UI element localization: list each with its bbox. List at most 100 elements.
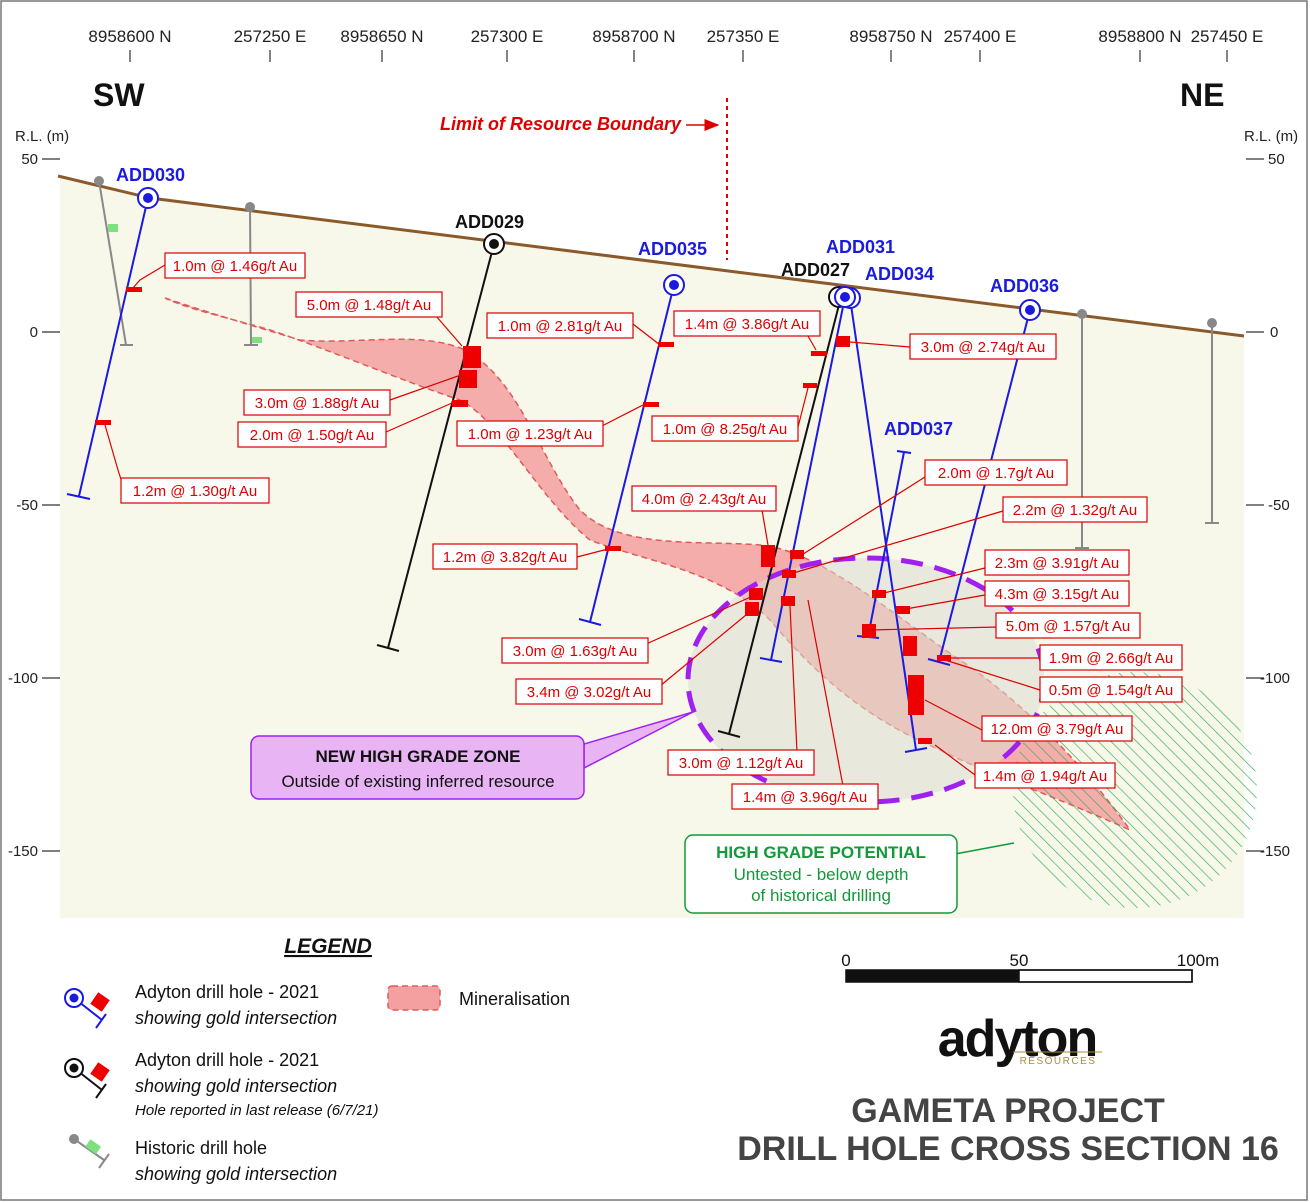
intercept-label: 1.2m @ 3.82g/t Au [443, 549, 567, 566]
rl-axis-left: 50 0 -50 -100 -150 [8, 151, 60, 860]
trace-add029 [387, 243, 495, 649]
intercept-label: 1.9m @ 2.66g/t Au [1049, 650, 1173, 667]
trace-add030 [78, 197, 149, 497]
new-zone-title: NEW HIGH GRADE ZONE [316, 747, 521, 766]
new-zone-callout [250, 735, 585, 800]
trace-add034 [849, 297, 917, 751]
adyton-logo: adyton RESOURCES [938, 1010, 1102, 1068]
rl-tick: 50 [21, 151, 38, 168]
intercept-label: 1.0m @ 1.23g/t Au [468, 426, 592, 443]
intercept-label: 3.0m @ 2.74g/t Au [921, 339, 1045, 356]
coord-label: 8958800 N [1098, 27, 1181, 46]
logo-wordmark: adyton [938, 1010, 1096, 1068]
intercept-label: 2.2m @ 1.32g/t Au [1013, 502, 1137, 519]
hole-label-add031: ADD031 [826, 237, 895, 257]
drill-hole-collars [137, 187, 1041, 321]
legend: LEGEND Adyton drill hole - 2021 showing … [64, 935, 570, 1184]
intercept-label: 3.0m @ 1.63g/t Au [513, 643, 637, 660]
intercept-labels: 1.0m @ 1.46g/t Au 1.2m @ 1.30g/t Au 5.0m… [120, 252, 1183, 810]
rl-tick: -150 [8, 843, 38, 860]
logo-subtitle: RESOURCES [1020, 1056, 1097, 1067]
rl-label-left: R.L. (m) [15, 128, 69, 145]
scale-label-100: 100m [1177, 951, 1220, 970]
coord-label: 8958650 N [340, 27, 423, 46]
legend-historic-hole-symbol [69, 1134, 110, 1169]
legend-item3-sub: showing gold intersection [135, 1164, 337, 1184]
drill-hole-traces [66, 197, 1031, 753]
rl-tick: -50 [1268, 497, 1290, 514]
intercept-label: 2.3m @ 3.91g/t Au [995, 555, 1119, 572]
coord-label: 257250 E [234, 27, 307, 46]
legend-heading: LEGEND [284, 935, 372, 958]
intercept-label: 3.0m @ 1.88g/t Au [255, 395, 379, 412]
intercept-label: 1.0m @ 2.81g/t Au [498, 318, 622, 335]
intercept-label: 4.3m @ 3.15g/t Au [995, 586, 1119, 603]
legend-reported-hole-symbol [64, 1058, 110, 1099]
coord-label: 257450 E [1191, 27, 1264, 46]
legend-item1-title: Adyton drill hole - 2021 [135, 982, 319, 1002]
legend-item1-sub: showing gold intersection [135, 1008, 337, 1028]
rl-tick: -100 [8, 670, 38, 687]
hole-label-add030: ADD030 [116, 165, 185, 185]
potential-leader [954, 842, 1015, 855]
coord-label: 257350 E [707, 27, 780, 46]
intercept-label: 2.0m @ 1.7g/t Au [938, 465, 1054, 482]
rl-axis-right: 50 0 -50 -100 -150 [1246, 151, 1290, 860]
coord-label: 8958750 N [849, 27, 932, 46]
scale-label-0: 0 [841, 951, 850, 970]
legend-item2-title: Adyton drill hole - 2021 [135, 1050, 319, 1070]
intercept-label: 1.0m @ 8.25g/t Au [663, 421, 787, 438]
intercept-label: 3.0m @ 1.12g/t Au [679, 755, 803, 772]
direction-ne: NE [1180, 77, 1224, 113]
hole-label-add037: ADD037 [884, 419, 953, 439]
legend-adyton-hole-symbol [64, 988, 110, 1029]
coord-label: 8958700 N [592, 27, 675, 46]
legend-item3-title: Historic drill hole [135, 1138, 267, 1158]
rl-label-right: R.L. (m) [1244, 128, 1298, 145]
potential-callout [684, 834, 958, 914]
hole-label-add036: ADD036 [990, 276, 1059, 296]
trace-add037 [867, 451, 905, 638]
hole-label-add035: ADD035 [638, 239, 707, 259]
legend-item2-sub: showing gold intersection [135, 1076, 337, 1096]
intercept-label: 3.4m @ 3.02g/t Au [527, 684, 651, 701]
rl-tick: -100 [1260, 670, 1290, 687]
intercept-label: 1.4m @ 1.94g/t Au [983, 768, 1107, 785]
scale-bar: 0 50 100m [841, 951, 1220, 983]
coord-label: 8958600 N [88, 27, 171, 46]
intercept-label: 5.0m @ 1.57g/t Au [1006, 618, 1130, 635]
rl-tick: -150 [1260, 843, 1290, 860]
direction-sw: SW [93, 77, 145, 113]
intercept-label: 1.0m @ 1.46g/t Au [173, 258, 297, 275]
intercept-label: 12.0m @ 3.79g/t Au [991, 721, 1124, 738]
potential-line2: of historical drilling [751, 886, 891, 905]
potential-title: HIGH GRADE POTENTIAL [716, 843, 926, 862]
intercept-label: 5.0m @ 1.48g/t Au [307, 297, 431, 314]
coord-label: 257300 E [471, 27, 544, 46]
intercept-label: 1.4m @ 3.86g/t Au [685, 316, 809, 333]
legend-item4-title: Mineralisation [459, 989, 570, 1009]
hole-label-add034: ADD034 [865, 264, 934, 284]
scale-label-50: 50 [1010, 951, 1029, 970]
resource-boundary-label: Limit of Resource Boundary [440, 114, 682, 134]
trace-add036 [938, 309, 1031, 663]
legend-item2-note: Hole reported in last release (6/7/21) [135, 1102, 378, 1119]
intercept-label: 1.2m @ 1.30g/t Au [133, 483, 257, 500]
trace-add027 [728, 296, 842, 735]
rl-tick: 0 [1270, 324, 1278, 341]
hole-label-add029: ADD029 [455, 212, 524, 232]
rl-tick: 50 [1268, 151, 1285, 168]
legend-mineralisation-symbol [387, 985, 441, 1011]
intercept-label: 2.0m @ 1.50g/t Au [250, 427, 374, 444]
title-line2: DRILL HOLE CROSS SECTION 16 [737, 1130, 1279, 1168]
coord-label: 257400 E [944, 27, 1017, 46]
hole-label-add027: ADD027 [781, 260, 850, 280]
intercept-label: 1.4m @ 3.96g/t Au [743, 789, 867, 806]
intercept-label: 0.5m @ 1.54g/t Au [1049, 682, 1173, 699]
title-line1: GAMETA PROJECT [851, 1092, 1165, 1130]
rl-tick: -50 [16, 497, 38, 514]
trace-add035 [589, 284, 675, 623]
